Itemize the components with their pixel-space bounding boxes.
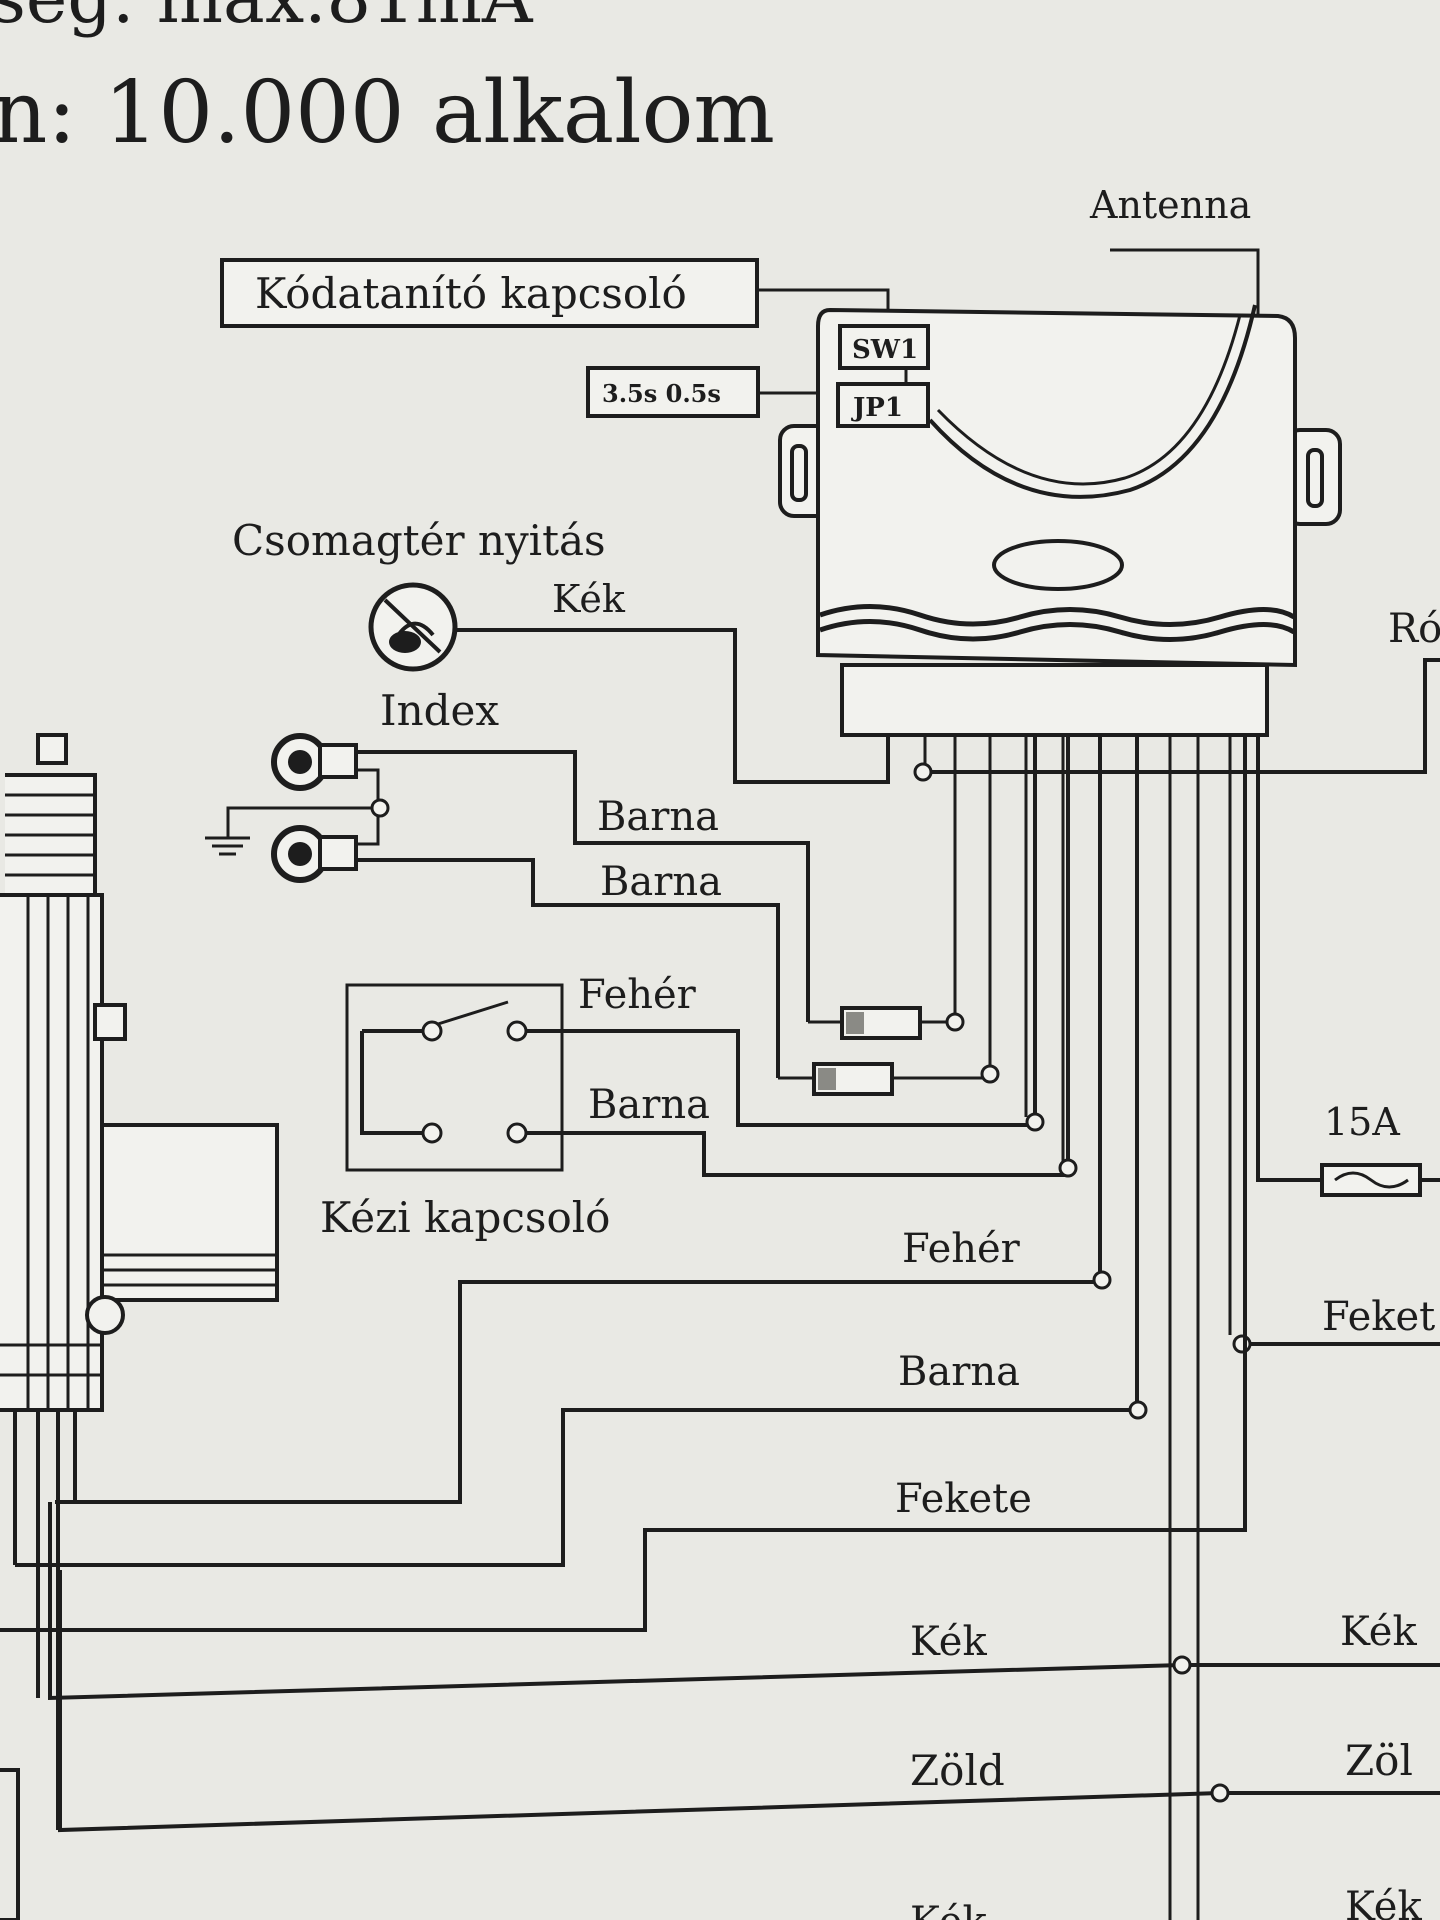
manual-switch-label: Kézi kapcsoló <box>320 1193 610 1242</box>
learn-switch-wire <box>757 288 890 318</box>
wire-feher-label: Fehér <box>902 1226 1021 1272</box>
manual-switch-contact-2 <box>421 1122 443 1144</box>
jp1-label: JP1 <box>851 393 903 423</box>
wire-barna-label: Barna <box>898 1349 1020 1395</box>
right-top-label: Ró <box>1388 606 1440 652</box>
index-fuse-1 <box>808 1006 955 1040</box>
right-fekete-label: Feket <box>1322 1294 1435 1340</box>
trunk-wire <box>457 628 890 784</box>
wire-feher <box>55 735 1102 1504</box>
wire-fekete <box>0 735 1247 1632</box>
unit-led-window <box>992 539 1124 591</box>
manual-wire-2 <box>526 735 1070 1177</box>
antenna-leader <box>1110 248 1260 330</box>
sw1-label: SW1 <box>852 335 918 365</box>
left-mount-hole <box>790 444 808 502</box>
manual-wire-1 <box>526 735 1037 1127</box>
wire-fekete-label: Fekete <box>895 1476 1032 1522</box>
jumper-options-label: 3.5s 0.5s <box>602 379 721 408</box>
index-wire-2-label: Barna <box>600 859 722 905</box>
indicator-lamp-2 <box>271 825 358 883</box>
manual-switch-lever <box>437 1000 509 1026</box>
index-label: Index <box>380 686 499 735</box>
housing-wave-1 <box>819 604 1296 627</box>
antenna-curve-outer <box>928 304 1257 499</box>
housing-wave-2 <box>819 619 1296 642</box>
antenna-curve-inner <box>936 314 1242 486</box>
index-wire-1-label: Barna <box>597 794 719 840</box>
fuse-15a <box>1320 1163 1422 1197</box>
wire-kek-label: Kék <box>910 1619 987 1665</box>
manual-switch-box <box>345 983 564 1172</box>
power-wire <box>925 658 1440 774</box>
header-line-1: seg. max.81mA <box>0 0 534 39</box>
wire-zold <box>58 1570 1440 1833</box>
learn-switch-label: Kódatanító kapcsoló <box>255 269 687 318</box>
left-edge-fragment <box>0 1768 20 1920</box>
ground-icon <box>205 806 378 856</box>
manual-wire-2-label: Barna <box>588 1082 710 1128</box>
manual-wire-1-label: Fehér <box>578 972 697 1018</box>
bottom-kek-label: Kék <box>910 1899 987 1920</box>
fuse-label: 15A <box>1324 1100 1400 1144</box>
header-line-2: n: 10.000 alkalom <box>0 63 775 163</box>
index-wire-1 <box>356 750 810 1022</box>
control-unit: SW1 JP1 <box>778 304 1342 737</box>
wire-barna <box>15 735 1139 1567</box>
trunk-release-label: Csomagtér nyitás <box>232 516 606 565</box>
jp1-jumper <box>836 382 930 428</box>
right-zold-label: Zöl <box>1345 1736 1413 1785</box>
wire-connector <box>840 663 1269 737</box>
antenna-label: Antenna <box>1089 183 1251 227</box>
wire-kek <box>48 1502 1440 1701</box>
door-lock-actuator <box>0 733 279 1830</box>
sw1-switch <box>838 324 930 370</box>
learn-switch-box <box>220 258 759 328</box>
bottom-right-kek-label: Kék <box>1345 1884 1422 1920</box>
indicator-lamp-1 <box>271 733 358 791</box>
harness-wires <box>923 735 1260 1920</box>
manual-switch-contact-1 <box>421 1020 443 1042</box>
right-kek-label: Kék <box>1340 1609 1417 1655</box>
right-mount-hole <box>1306 448 1324 508</box>
trunk-wire-label: Kék <box>552 577 626 621</box>
index-wire-2 <box>356 858 780 1078</box>
unit-housing <box>816 307 1297 668</box>
wire-zold-label: Zöld <box>910 1746 1005 1795</box>
index-fuse-2 <box>778 1062 990 1096</box>
fuse-wire <box>1256 735 1440 1182</box>
